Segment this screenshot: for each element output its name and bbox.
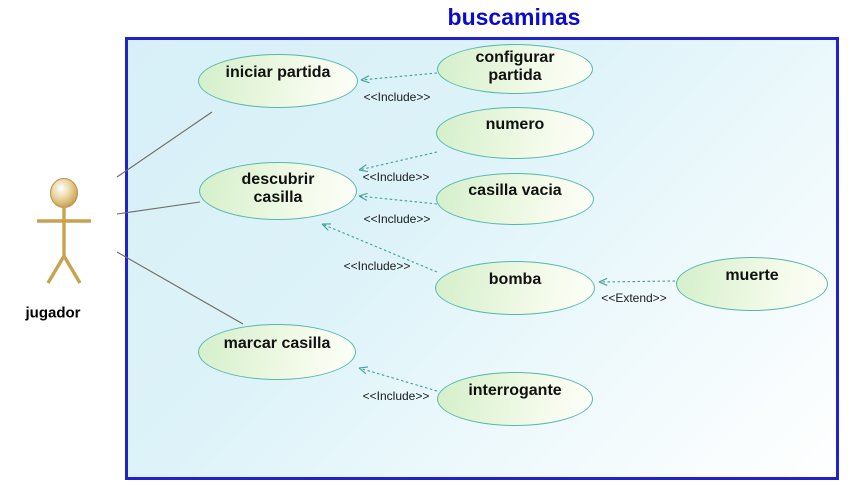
actor-leg-right [62,255,82,284]
usecase-bomba[interactable]: bomba [435,261,595,315]
usecase-label: configurar partida [475,49,555,84]
include-edge-casilla-vacia-descubrir-casilla[interactable] [358,192,438,205]
association-edge-jugador-iniciar-partida[interactable] [116,111,213,178]
include-edge-bomba-descubrir-casilla[interactable] [321,223,438,273]
usecase-label: interrogante [468,382,562,399]
diagram-title: buscaminas [447,4,581,30]
usecase-marcar-casilla[interactable]: marcar casilla [198,324,356,380]
actor-label: jugador [25,304,81,322]
include-edge-configurar-partida-iniciar-partida[interactable] [360,72,438,84]
association-edge-jugador-marcar-casilla[interactable] [116,251,244,325]
extend-edge-muerte-bomba[interactable] [598,277,676,286]
usecase-iniciar-partida[interactable]: iniciar partida [198,54,358,108]
usecase-label: descubrir casilla [241,171,315,206]
usecase-label: iniciar partida [225,64,331,81]
usecase-label: bomba [488,271,542,288]
usecase-label: muerte [725,267,779,284]
usecase-configurar-partida[interactable]: configurar partida [437,44,593,94]
include-edge-interrogante-marcar-casilla[interactable] [358,366,438,392]
usecase-casilla-vacia[interactable]: casilla vacia [436,173,594,225]
actor-leg-left [46,255,66,284]
usecase-label: casilla vacia [468,182,562,199]
usecase-descubrir-casilla[interactable]: descubrir casilla [199,162,357,220]
usecase-label: numero [485,116,545,133]
usecase-muerte[interactable]: muerte [676,257,828,311]
usecase-interrogante[interactable]: interrogante [437,372,593,426]
usecase-label: marcar casilla [223,335,331,352]
association-edge-jugador-descubrir-casilla[interactable] [116,201,201,215]
include-edge-numero-descubrir-casilla[interactable] [358,151,438,173]
actor-head [50,178,78,208]
usecase-numero[interactable]: numero [436,107,594,159]
